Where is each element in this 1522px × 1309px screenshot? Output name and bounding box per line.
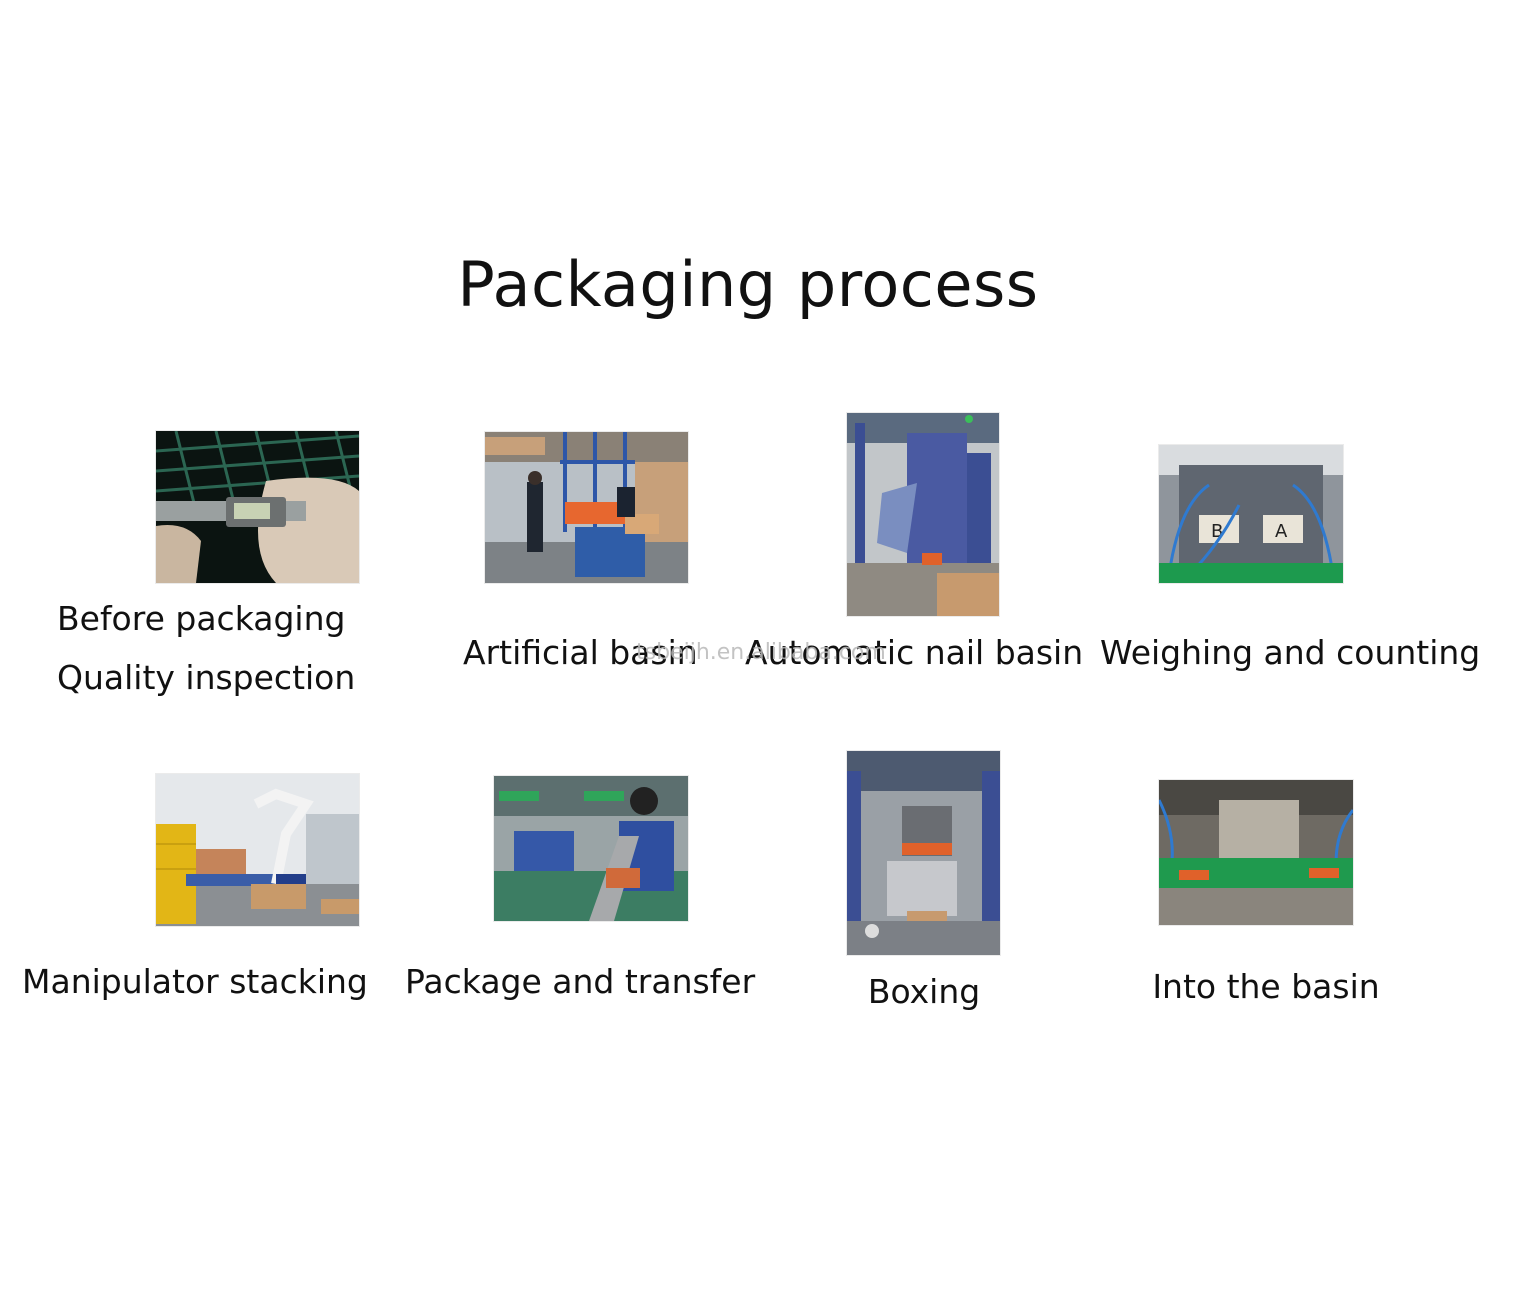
photo-artificial-basin xyxy=(485,432,688,583)
label-artificial-basin: Artificial basin xyxy=(463,633,698,672)
label-weighing-and-counting: Weighing and counting xyxy=(1100,633,1481,672)
photo-into-the-basin xyxy=(1159,780,1353,925)
label-automatic-nail-basin: Automatic nail basin xyxy=(745,633,1084,672)
label-boxing: Boxing xyxy=(867,972,981,1011)
photo-weighing-and-counting: B A xyxy=(1159,445,1343,583)
label-into-the-basin: Into the basin xyxy=(1152,967,1380,1006)
photo-automatic-nail-basin xyxy=(847,413,999,616)
label-package-and-transfer: Package and transfer xyxy=(405,962,756,1001)
photo-quality-inspection xyxy=(156,431,359,583)
label-quality-inspection: Quality inspection xyxy=(57,658,356,697)
label-manipulator-stacking: Manipulator stacking xyxy=(22,962,368,1001)
svg-text:A: A xyxy=(1275,521,1288,542)
photo-boxing xyxy=(847,751,1000,955)
photo-package-and-transfer xyxy=(494,776,688,921)
watermark-text: tsbeijh.en.alibaba.com xyxy=(636,640,886,665)
svg-text:B: B xyxy=(1211,521,1223,542)
photo-manipulator-stacking xyxy=(156,774,359,926)
label-before-packaging: Before packaging xyxy=(57,599,346,638)
page-title: Packaging process xyxy=(457,248,1039,321)
